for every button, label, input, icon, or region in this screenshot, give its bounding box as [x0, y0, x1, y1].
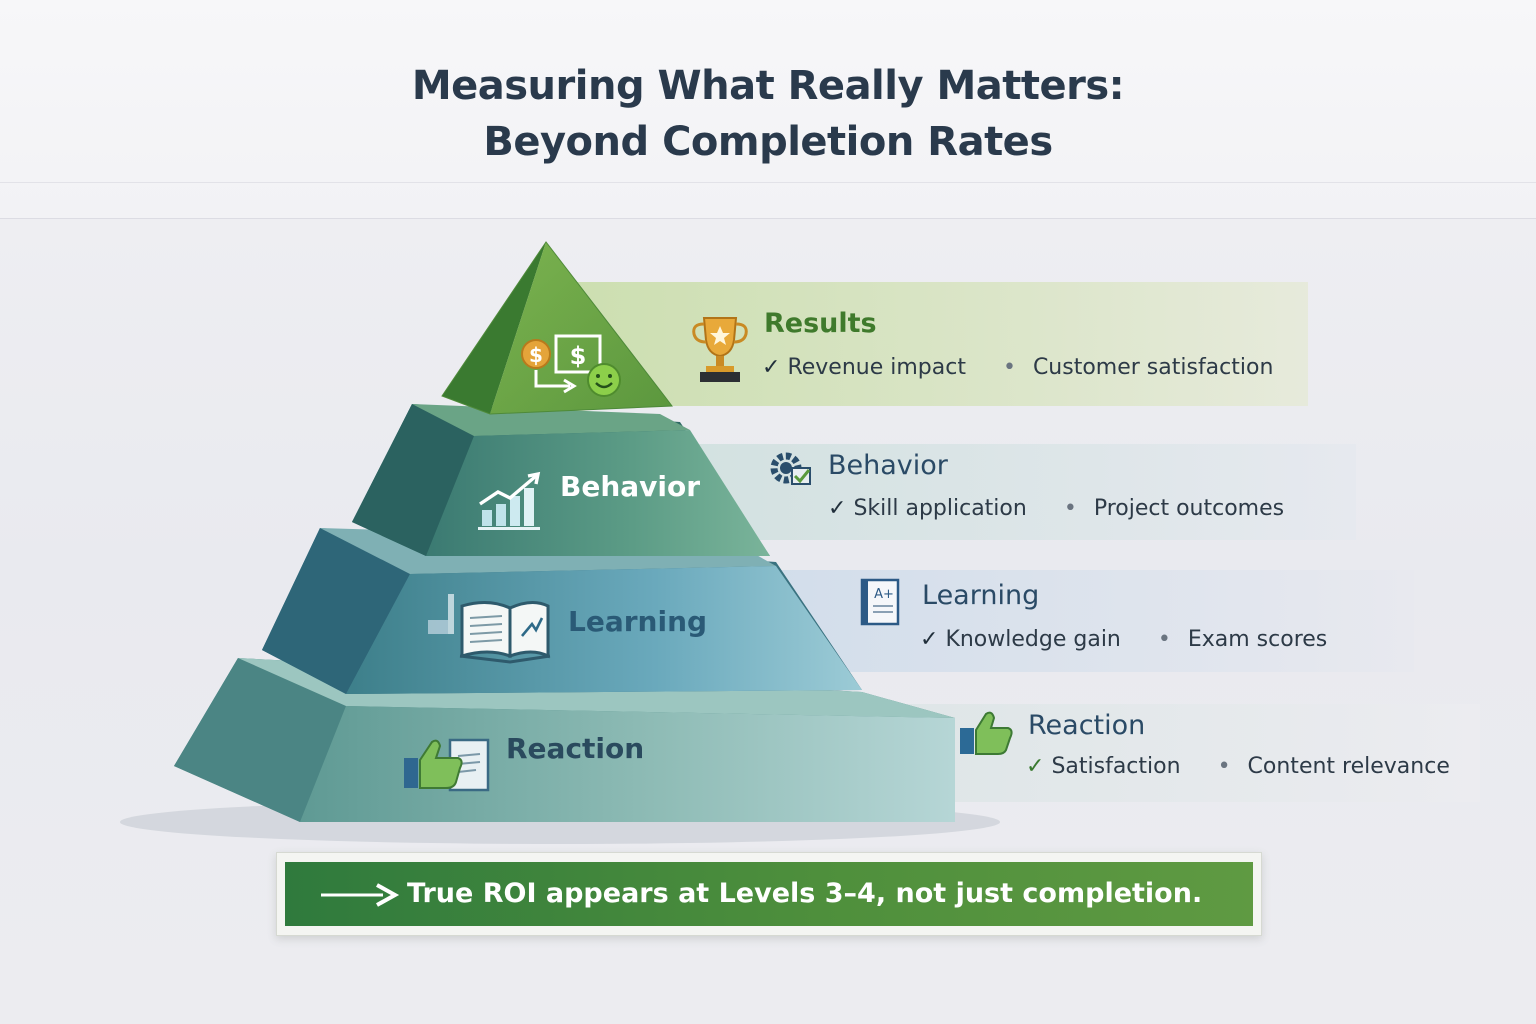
behavior-panel-bg	[660, 444, 1356, 540]
header-divider	[0, 182, 1536, 183]
reaction-metrics: ✓ Satisfaction • Content relevance	[1026, 753, 1450, 781]
pyramid-tier-reaction	[174, 658, 955, 822]
results-metric-secondary: Customer satisfaction	[1032, 355, 1274, 380]
results-metrics: ✓ Revenue impact • Customer satisfaction	[762, 354, 1273, 382]
check-icon: ✓	[828, 496, 847, 521]
graded-document-icon: A+	[860, 578, 900, 626]
gear-check-icon	[770, 452, 811, 485]
pyramid-label-behavior: Behavior	[560, 470, 701, 503]
results-panel-bg	[560, 282, 1308, 406]
thumbs-up-icon	[960, 711, 1013, 755]
roi-banner: True ROI appears at Levels 3–4, not just…	[276, 852, 1262, 936]
title-line-2: Beyond Completion Rates	[483, 119, 1053, 165]
learning-metrics: ✓ Knowledge gain • Exam scores	[920, 626, 1327, 654]
roi-banner-fill: True ROI appears at Levels 3–4, not just…	[285, 862, 1253, 926]
pyramid-label-reaction: Reaction	[506, 732, 645, 765]
bullet-icon: •	[1063, 496, 1077, 521]
learning-metric-secondary: Exam scores	[1187, 627, 1328, 652]
svg-text:$: $	[570, 342, 587, 370]
behavior-metrics: ✓ Skill application • Project outcomes	[828, 495, 1284, 523]
check-icon: ✓	[920, 627, 939, 652]
svg-text:$: $	[529, 343, 543, 367]
growth-chart-icon	[478, 471, 541, 530]
behavior-title: Behavior	[828, 450, 948, 481]
thumbs-up-book-icon	[404, 738, 490, 792]
learning-title: Learning	[922, 580, 1040, 611]
arrow-right-icon	[321, 883, 400, 907]
learning-metric-primary: Knowledge gain	[945, 627, 1121, 652]
behavior-metric-primary: Skill application	[853, 496, 1027, 521]
grade-text: A+	[874, 587, 894, 602]
money-exchange-smiley-icon: $ $	[521, 334, 621, 397]
open-book-icon	[428, 594, 551, 664]
check-icon: ✓	[762, 355, 781, 380]
pyramid-label-learning: Learning	[568, 605, 708, 638]
title-line-1: Measuring What Really Matters:	[411, 63, 1125, 109]
results-metric-primary: Revenue impact	[787, 355, 966, 380]
bullet-icon: •	[1002, 355, 1016, 380]
reaction-metric-secondary: Content relevance	[1247, 754, 1450, 779]
reaction-title: Reaction	[1028, 710, 1146, 741]
check-icon: ✓	[1026, 754, 1045, 779]
results-title: Results	[764, 308, 877, 339]
bullet-icon: •	[1217, 754, 1231, 779]
reaction-metric-primary: Satisfaction	[1051, 754, 1181, 779]
bullet-icon: •	[1157, 627, 1171, 652]
page-title: Measuring What Really Matters: Beyond Co…	[0, 58, 1536, 170]
behavior-metric-secondary: Project outcomes	[1093, 496, 1285, 521]
trophy-icon	[692, 317, 748, 382]
roi-banner-text: True ROI appears at Levels 3–4, not just…	[407, 878, 1203, 909]
